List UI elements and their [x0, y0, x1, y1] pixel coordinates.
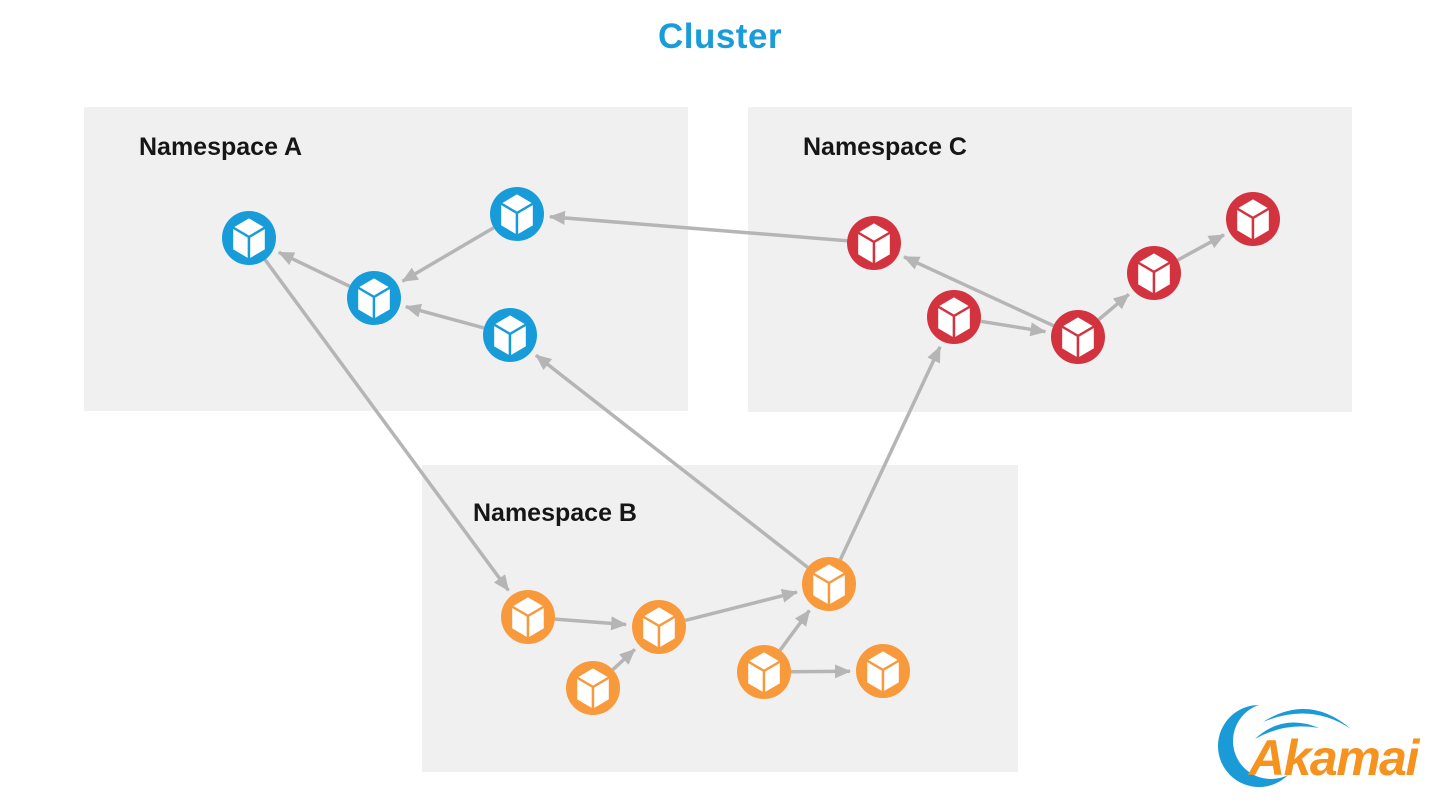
node-A4	[483, 308, 537, 362]
node-C2	[927, 290, 981, 344]
cube-icon	[515, 201, 536, 238]
cube-icon	[1251, 206, 1272, 243]
node-A1	[222, 211, 276, 265]
akamai-wordmark: Akamai	[1247, 730, 1420, 786]
edge-B2-B4	[684, 588, 798, 623]
node-B3	[566, 661, 620, 715]
node-C1	[847, 216, 901, 270]
node-B4	[802, 557, 856, 611]
node-A2	[490, 187, 544, 241]
akamai-swirl-cutout	[1233, 703, 1309, 779]
cube-icon	[247, 225, 268, 262]
cube-icon	[591, 675, 612, 712]
edge-C4-C5	[1176, 233, 1225, 262]
node-A3	[347, 271, 401, 325]
cube-icon	[1152, 260, 1173, 297]
cube-icon	[872, 230, 893, 267]
node-C4	[1127, 246, 1181, 300]
edge-B5-B4	[778, 609, 811, 652]
edge-A3-A1	[277, 250, 351, 288]
cube-icon	[526, 604, 547, 641]
cube-icon	[1076, 324, 1097, 361]
node-C5	[1226, 192, 1280, 246]
edge-C1-A2	[548, 210, 848, 243]
nodes-layer	[222, 187, 1280, 715]
cube-icon	[881, 658, 902, 695]
namespace-label-b: Namespace B	[473, 499, 637, 527]
cube-icon	[657, 614, 678, 651]
edge-A1-B1	[263, 258, 510, 592]
namespace-label-c: Namespace C	[803, 133, 967, 161]
cube-icon	[827, 571, 848, 608]
edge-B4-C2	[838, 345, 942, 561]
akamai-wave-icon	[1255, 722, 1319, 739]
edge-B4-A4	[534, 353, 809, 569]
edge-C3-C4	[1097, 292, 1130, 321]
akamai-logo: Akamai	[1213, 699, 1423, 791]
edge-C3-C1	[903, 255, 1055, 328]
akamai-logo-graphic: Akamai	[1218, 703, 1422, 787]
edges-layer	[263, 210, 1225, 679]
edge-B3-B2	[611, 648, 636, 671]
cube-icon	[372, 285, 393, 322]
cube-icon	[952, 304, 973, 341]
edge-A4-A3	[404, 303, 485, 330]
node-B1	[501, 590, 555, 644]
node-B2	[632, 600, 686, 654]
namespace-box-c: Namespace C	[748, 107, 1352, 412]
akamai-wave2-icon	[1263, 709, 1351, 729]
diagram-title: Cluster	[657, 17, 783, 56]
namespace-box-a: Namespace A	[84, 107, 688, 411]
cube-icon	[762, 659, 783, 696]
edge-C2-C3	[980, 319, 1047, 337]
namespace-label-a: Namespace A	[139, 133, 303, 161]
edge-B1-B2	[554, 616, 628, 631]
node-B5	[737, 645, 791, 699]
node-C3	[1051, 310, 1105, 364]
edge-A2-A3	[401, 226, 495, 283]
cube-icon	[508, 322, 529, 359]
edge-B5-B6	[790, 664, 851, 679]
node-B6	[856, 644, 910, 698]
